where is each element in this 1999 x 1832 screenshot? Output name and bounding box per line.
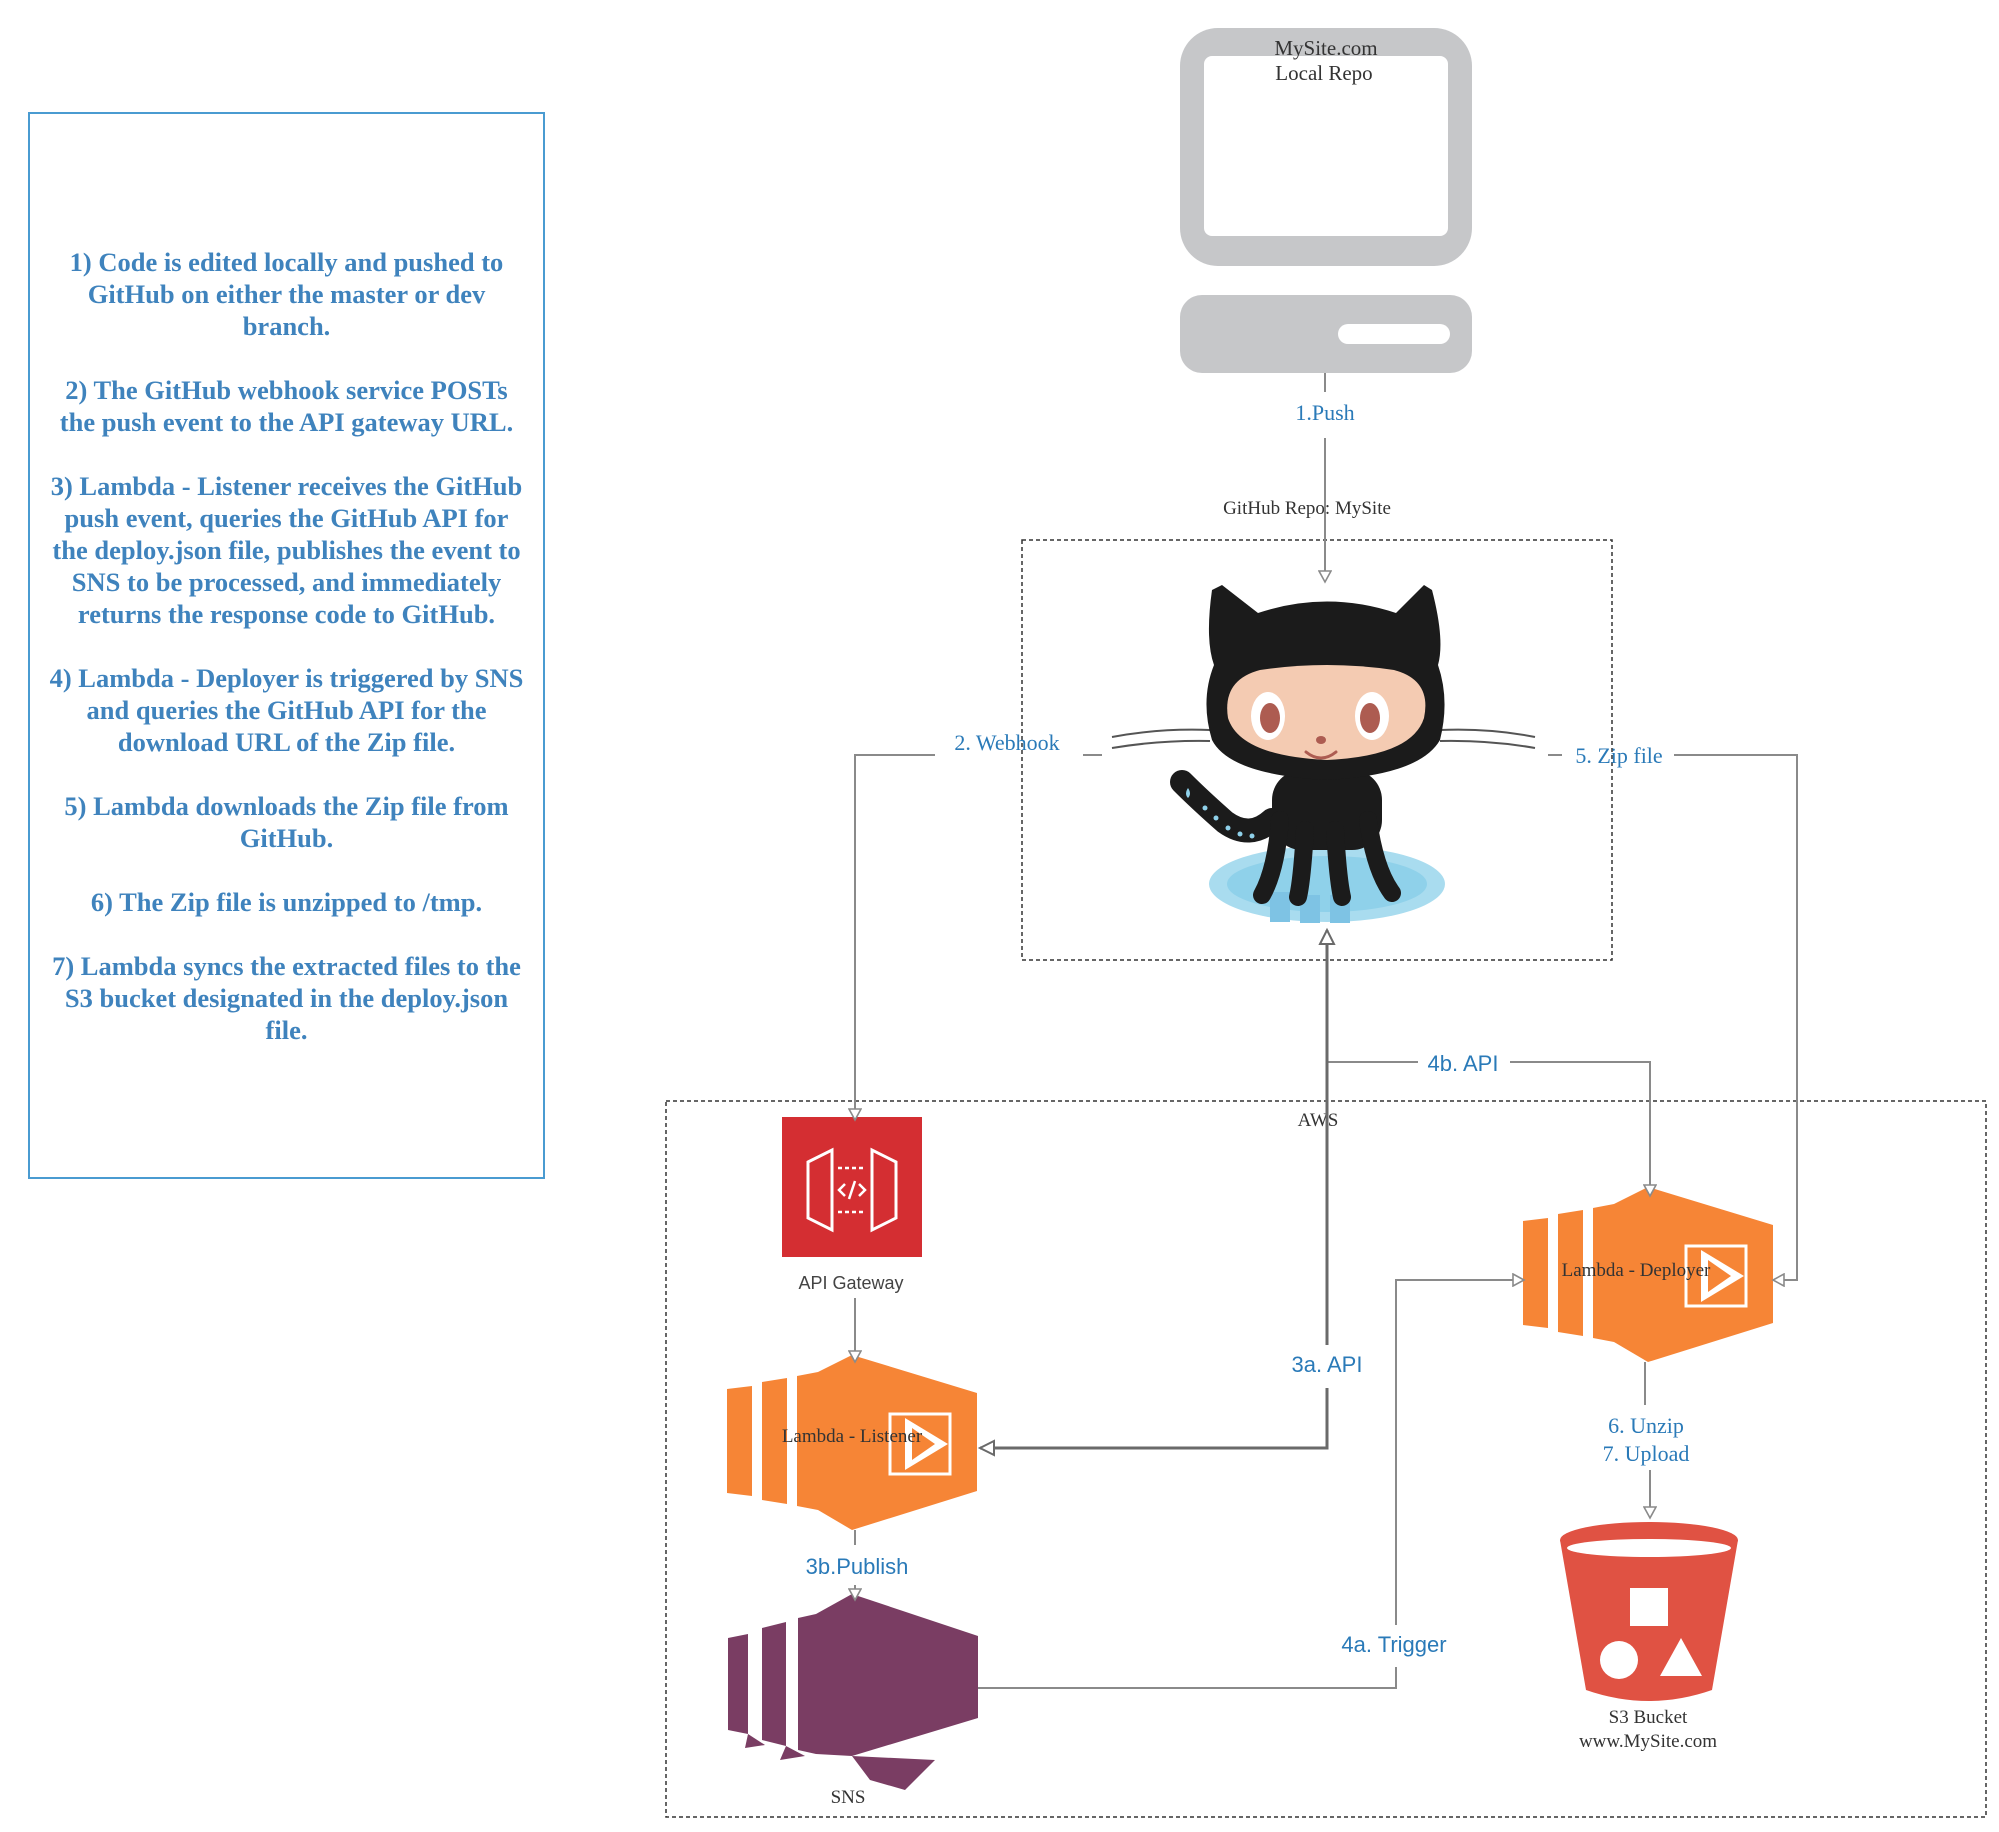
lambda-deployer-icon (1523, 1187, 1773, 1362)
edge-api-3a (977, 927, 1336, 1457)
edge-label-api-3a: 3a. API (1292, 1352, 1363, 1377)
github-repo-label: GitHub Repo: MySite (1223, 498, 1391, 519)
lambda-listener-label: Lambda - Listener (782, 1426, 923, 1447)
edge-webhook (855, 754, 1102, 1120)
edge-label-webhook: 2. Webhook (954, 730, 1059, 755)
edge-zip-file (1548, 754, 1798, 1280)
note-step-5: 5) Lambda downloads the Zip file from Gi… (64, 790, 509, 853)
lambda-deployer-label: Lambda - Deployer (1562, 1260, 1711, 1281)
edge-api-4b (1327, 1061, 1650, 1196)
edge-label-unzip: 6. Unzip (1608, 1413, 1684, 1438)
github-octocat-icon (1111, 585, 1536, 923)
edge-label-zip-file: 5. Zip file (1575, 743, 1662, 768)
note-step-2: 2) The GitHub webhook service POSTs the … (59, 374, 514, 437)
computer-icon (1180, 28, 1472, 373)
edge-label-upload: 7. Upload (1603, 1441, 1690, 1466)
computer-label-line1: MySite.com (1274, 36, 1377, 60)
description-panel: 1) Code is edited locally and pushed to … (28, 112, 545, 1179)
edge-label-publish-3b: 3b.Publish (806, 1554, 909, 1579)
api-gateway-label: API Gateway (798, 1273, 903, 1293)
computer-label-line2: Local Repo (1275, 61, 1372, 85)
s3-label-line1: S3 Bucket (1609, 1707, 1688, 1728)
sns-label: SNS (831, 1787, 866, 1808)
s3-label-line2: www.MySite.com (1579, 1731, 1717, 1752)
note-step-6: 6) The Zip file is unzipped to /tmp. (90, 886, 483, 917)
note-step-7: 7) Lambda syncs the extracted files to t… (52, 950, 521, 1045)
note-step-1: 1) Code is edited locally and pushed to … (69, 246, 504, 341)
s3-bucket-icon (1560, 1522, 1738, 1701)
edge-label-push: 1.Push (1295, 400, 1354, 425)
lambda-listener-icon (727, 1355, 977, 1530)
edge-trigger-4a (978, 1280, 1524, 1689)
edge-label-trigger-4a: 4a. Trigger (1341, 1632, 1446, 1657)
edge-label-api-4b: 4b. API (1428, 1051, 1499, 1076)
note-step-4: 4) Lambda - Deployer is triggered by SNS… (49, 662, 524, 757)
aws-label: AWS (1298, 1110, 1339, 1131)
github-repo-container (1021, 539, 1613, 961)
api-gateway-icon (782, 1117, 922, 1257)
note-step-3: 3) Lambda - Listener receives the GitHub… (50, 470, 523, 629)
edge-unzip-upload (1645, 1362, 1650, 1518)
sns-icon (728, 1594, 978, 1790)
